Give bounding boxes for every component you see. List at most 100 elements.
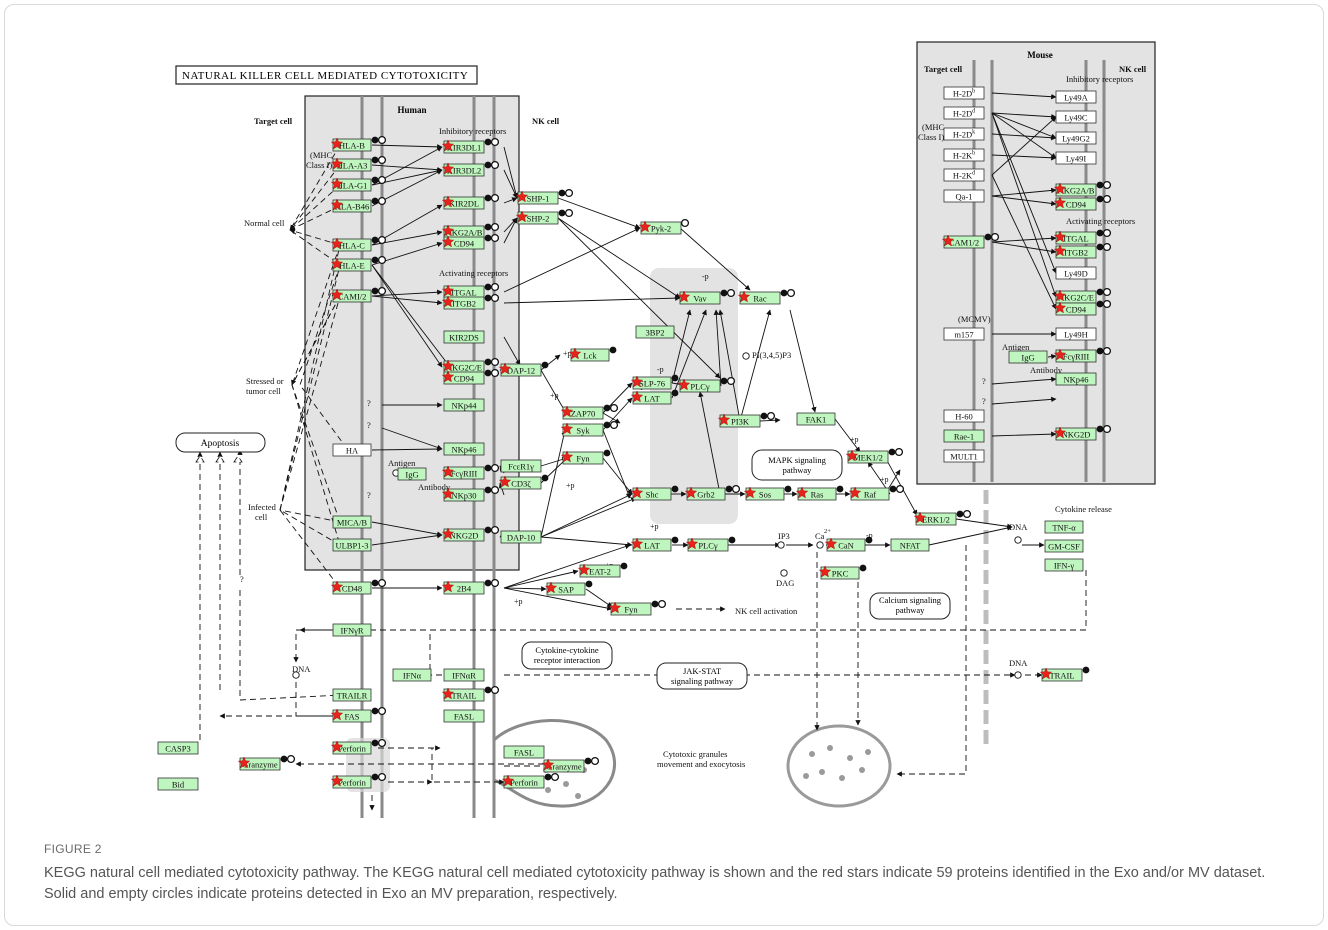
gene-node-h-2k[interactable]: H-2Kd: [944, 169, 984, 181]
gene-node-cd48[interactable]: CD48: [331, 580, 385, 594]
gene-node-fc-r1-[interactable]: FcεR1γ: [501, 460, 541, 472]
exo-solid-circle-icon: [542, 362, 549, 369]
gene-node-nfat[interactable]: NFAT: [891, 539, 929, 551]
gene-node-igg[interactable]: IgG: [398, 468, 426, 480]
gene-node-mult1[interactable]: MULT1: [944, 450, 984, 462]
gene-node-ly49h[interactable]: Ly49H: [1056, 328, 1096, 340]
gene-node-3bp2[interactable]: 3BP2: [636, 326, 674, 338]
gene-node-tnf-[interactable]: TNF-α: [1045, 521, 1083, 533]
gene-node-h-2d[interactable]: H-2Dk: [944, 128, 984, 140]
gene-node-ifn-r[interactable]: IFNγR: [333, 624, 371, 636]
gene-node-granzyme[interactable]: Granzyme: [238, 756, 294, 770]
gene-node-slp-76[interactable]: SLP-76: [631, 375, 678, 389]
mv-empty-circle-icon: [1104, 289, 1111, 296]
gene-node-lat[interactable]: LAT: [631, 537, 678, 551]
gene-node-mica-b[interactable]: MICA/B: [333, 516, 371, 528]
gene-node-fyn[interactable]: Fyn: [609, 601, 665, 615]
calcium-line-1: Calcium signaling: [879, 595, 942, 605]
gene-node-pkc[interactable]: PKC: [819, 565, 866, 579]
gene-node-ly49d[interactable]: Ly49D: [1056, 267, 1096, 279]
gene-node-shp-1[interactable]: SHP-1: [516, 190, 572, 204]
gene-node-plc-[interactable]: PLCγ: [686, 537, 735, 551]
gene-node-dap-12[interactable]: DAP-12: [499, 362, 548, 376]
mv-empty-circle-icon: [611, 422, 618, 429]
gene-node-ulbp1-3[interactable]: ULBP1-3: [333, 539, 371, 551]
gene-node-label: Vav: [693, 294, 707, 304]
exo-solid-circle-icon: [542, 475, 549, 482]
gene-node-sos[interactable]: Sos: [744, 486, 791, 500]
gene-node-mek1-2[interactable]: MEK1/2: [846, 449, 902, 463]
exo-solid-circle-icon: [372, 740, 379, 747]
gene-node-2b4[interactable]: 2B4: [442, 580, 498, 594]
gene-node-cd3-[interactable]: CD3ζ: [499, 475, 548, 489]
gene-node-ly49i[interactable]: Ly49I: [1056, 152, 1096, 164]
gene-node-h-2d[interactable]: H-2Dd: [944, 107, 984, 119]
gene-node-ha[interactable]: HA: [333, 444, 371, 456]
gene-node-rac[interactable]: Rac: [738, 290, 794, 304]
gene-node-syk[interactable]: Syk: [561, 422, 617, 436]
gene-node-erk1-2[interactable]: ERK1/2: [914, 511, 970, 525]
gene-node-granzyme[interactable]: Granzyme: [542, 758, 598, 772]
gene-node-fas[interactable]: FAS: [331, 708, 385, 722]
gene-node-nkp46[interactable]: NKp46: [444, 443, 484, 455]
exo-solid-circle-icon: [372, 177, 379, 184]
gene-node-h-60[interactable]: H-60: [944, 410, 984, 422]
gene-node-fak1[interactable]: FAK1: [797, 413, 835, 425]
nk-activation-label: NK cell activation: [735, 606, 798, 616]
gene-node-qa-1[interactable]: Qa-1: [944, 190, 984, 202]
gene-node-fasl[interactable]: FASL: [504, 746, 544, 758]
gene-node-bid[interactable]: Bid: [158, 778, 198, 790]
gene-node-perforin[interactable]: Perforin: [502, 774, 558, 788]
gene-node-raf[interactable]: Raf: [849, 486, 903, 500]
gene-node-fasl[interactable]: FASL: [444, 710, 484, 722]
gene-node-gm-csf[interactable]: GM-CSF: [1045, 540, 1083, 552]
mouse-antigen-label: Antigen: [1002, 342, 1030, 352]
infected-label-1: Infected: [248, 502, 277, 512]
gene-node-label: FcεR1γ: [508, 462, 534, 472]
gene-node-ifn-r[interactable]: IFNαR: [444, 669, 484, 681]
exo-solid-circle-icon: [1097, 301, 1104, 308]
gene-node-lat[interactable]: LAT: [631, 390, 678, 404]
gene-node-rae-1[interactable]: Rae-1: [944, 430, 984, 442]
kegg-pathway-diagram: NATURAL KILLER CELL MEDIATED CYTOTOXICIT…: [0, 0, 1328, 830]
mv-empty-circle-icon: [964, 511, 971, 518]
mv-empty-circle-icon: [492, 487, 499, 494]
gene-node-nkp46[interactable]: NKp46: [1056, 373, 1096, 385]
cytokine-pathway-label: Cytokine-cytokinereceptor interaction: [534, 645, 601, 665]
gene-node-pyk-2[interactable]: Pyk-2: [639, 220, 688, 234]
gene-node-can[interactable]: CaN: [825, 537, 872, 551]
gene-node-ly49a[interactable]: Ly49A: [1056, 91, 1096, 103]
gene-node-shc[interactable]: Shc: [631, 486, 678, 500]
gene-node-igg[interactable]: IgG: [1009, 351, 1047, 363]
gene-node-pi3k[interactable]: PI3K: [718, 413, 774, 427]
gene-node-label: H-60: [955, 412, 972, 422]
gene-node-label: FcγRIII: [451, 469, 478, 479]
gene-node-label: Bid: [172, 780, 185, 790]
gene-node-trailr[interactable]: TRAILR: [333, 689, 371, 701]
gene-node-ras[interactable]: Ras: [796, 486, 843, 500]
gene-node-label: Raf: [864, 490, 876, 500]
gene-node-ifn-[interactable]: IFN-γ: [1045, 559, 1083, 571]
mapk-line-1: MAPK signaling: [768, 455, 827, 465]
gene-node-label: ITGAL: [1063, 234, 1089, 244]
interaction-arrow: [740, 310, 770, 421]
exo-solid-circle-icon: [672, 537, 679, 544]
unknown-ligand-3: ?: [367, 490, 371, 500]
gene-node-eat-2[interactable]: EAT-2: [578, 563, 627, 577]
gene-node-casp3[interactable]: CASP3: [158, 742, 198, 754]
gene-node-ly49c[interactable]: Ly49C: [1056, 111, 1096, 123]
gene-node-trail[interactable]: TRAIL: [1040, 667, 1089, 681]
gene-node-h-2d[interactable]: H-2Db: [944, 87, 984, 99]
gene-node-ly49g2[interactable]: Ly49G2: [1056, 132, 1096, 144]
gene-node-sap[interactable]: SAP: [545, 581, 592, 595]
gene-node-lck[interactable]: Lck: [569, 347, 616, 361]
gene-node-dap-10[interactable]: DAP-10: [501, 531, 541, 543]
gene-node-trail[interactable]: TRAIL: [442, 687, 498, 701]
gene-node-nkp44[interactable]: NKp44: [444, 399, 484, 411]
gene-node-h-2k[interactable]: H-2Kb: [944, 149, 984, 161]
gene-node-fyn[interactable]: Fyn: [561, 450, 610, 464]
gene-node-kir2ds[interactable]: KIR2DS: [444, 331, 484, 343]
exo-solid-circle-icon: [485, 370, 492, 377]
gene-node-m157[interactable]: m157: [944, 328, 984, 340]
gene-node-ifn-[interactable]: IFNα: [393, 669, 431, 681]
